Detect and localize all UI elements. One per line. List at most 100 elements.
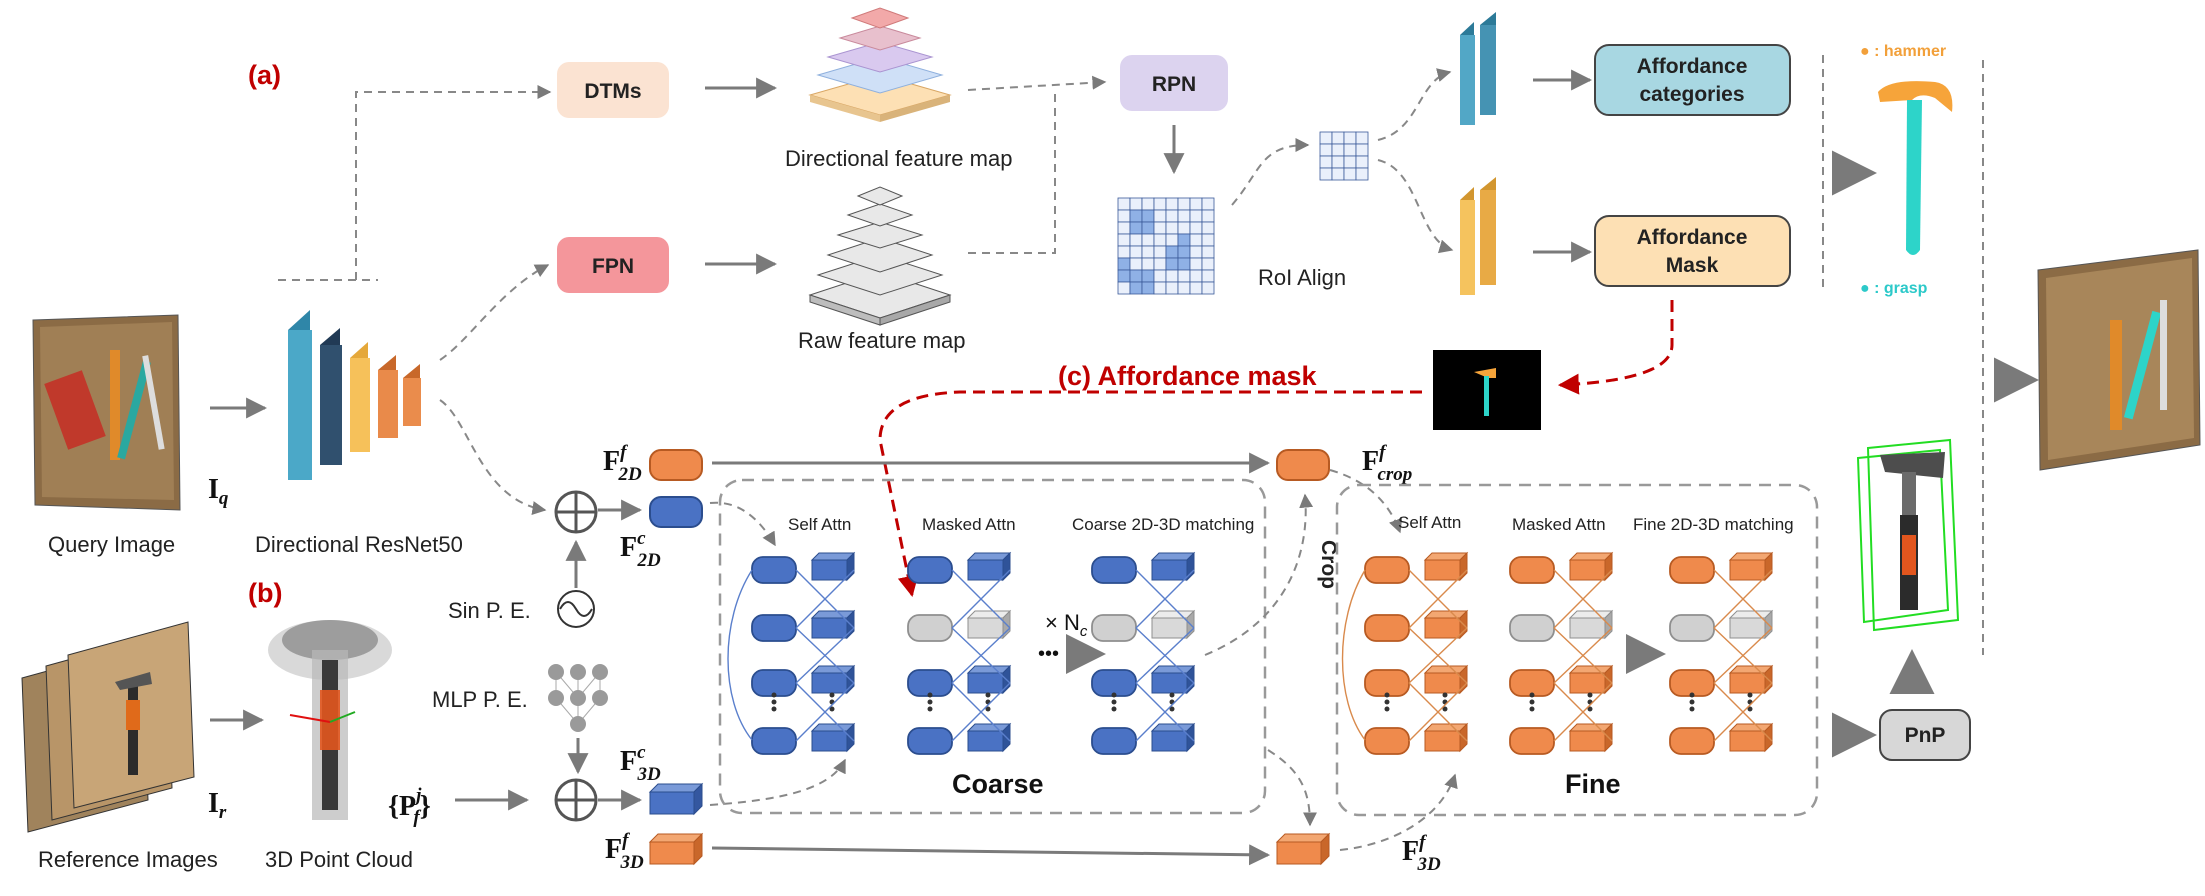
roi-grid-cell bbox=[1165, 209, 1179, 223]
roi-grid-cell bbox=[1177, 257, 1191, 271]
roi-grid-cell bbox=[1177, 209, 1191, 223]
arrow-crop-to-fine bbox=[1329, 469, 1403, 534]
roi-grid-cell bbox=[1189, 269, 1203, 283]
attention-link bbox=[1135, 569, 1195, 629]
roi-grid-cell bbox=[1189, 245, 1203, 259]
resnet-label: Directional ResNet50 bbox=[255, 532, 463, 557]
roi-grid-cell bbox=[1117, 269, 1131, 283]
affordance-categories-box bbox=[1594, 44, 1791, 116]
roi-grid-cell bbox=[1189, 197, 1203, 211]
coarse-self-attn-label: Self Attn bbox=[788, 515, 851, 534]
roi-grid-cell bbox=[1165, 281, 1179, 295]
mask-hammer-handle bbox=[1484, 376, 1489, 416]
token-3d bbox=[967, 559, 1004, 581]
dtms-label: DTMs bbox=[584, 80, 641, 103]
sin-pe-label: Sin P. E. bbox=[448, 598, 531, 623]
roi-grid-cell bbox=[1153, 281, 1167, 295]
pooled-grid-cell bbox=[1331, 167, 1345, 181]
ellipsis-dot bbox=[1747, 692, 1753, 698]
token-2d bbox=[907, 727, 953, 755]
ellipsis-dot bbox=[927, 692, 933, 698]
token-3d bbox=[1729, 730, 1766, 752]
ellipsis-dot bbox=[1529, 699, 1535, 705]
attention-link bbox=[1713, 569, 1773, 629]
token-3d bbox=[1151, 617, 1188, 639]
pooled-grid-cell bbox=[1331, 143, 1345, 157]
token-3d bbox=[1424, 672, 1461, 694]
fpn-label: FPN bbox=[592, 255, 634, 278]
roi-grid-cell bbox=[1153, 257, 1167, 271]
attention-link bbox=[795, 627, 855, 684]
arrow-coarse-to-crop3D bbox=[1267, 749, 1317, 827]
roi-grid-cell bbox=[1141, 233, 1155, 247]
roi-grid-cell bbox=[1177, 197, 1191, 211]
crop-label: Crop bbox=[1317, 540, 1340, 589]
token-3d bbox=[1424, 617, 1461, 639]
roi-grid-cell bbox=[1117, 257, 1131, 271]
pooled-grid-cell bbox=[1319, 131, 1333, 145]
self-attn-loop bbox=[1341, 569, 1366, 741]
math-Ir: Ir bbox=[208, 788, 227, 823]
pooled-grid-cell bbox=[1331, 155, 1345, 169]
token-2d bbox=[907, 556, 953, 584]
pooled-grid-cell bbox=[1319, 167, 1333, 181]
ellipsis-dot bbox=[1111, 706, 1117, 712]
pooled-grid-cell bbox=[1343, 131, 1357, 145]
roi-grid-cell bbox=[1129, 233, 1143, 247]
token-3d bbox=[1424, 730, 1461, 752]
attention-link bbox=[795, 569, 855, 629]
arrow-to-plus bbox=[439, 399, 547, 515]
roi-grid-cell bbox=[1165, 197, 1179, 211]
ellipsis-dot bbox=[985, 692, 991, 698]
pnp-box bbox=[1879, 709, 1971, 761]
ellipsis-dot bbox=[1384, 692, 1390, 698]
token-2d bbox=[1669, 614, 1715, 642]
arrow-F3Dc-to-coarse bbox=[709, 758, 846, 806]
attention-link bbox=[1408, 569, 1468, 629]
raw-feature-map bbox=[808, 186, 952, 326]
token-3d bbox=[1151, 730, 1188, 752]
token-3d bbox=[1569, 559, 1606, 581]
attention-link bbox=[1713, 627, 1773, 684]
roi-grid-cell bbox=[1117, 197, 1131, 211]
pooled-grid-cell bbox=[1355, 143, 1369, 157]
mlp-network-icon bbox=[548, 664, 608, 732]
mlp-pe-label: MLP P. E. bbox=[432, 687, 528, 712]
attention-link bbox=[951, 569, 1011, 629]
roi-grid-cell bbox=[1165, 221, 1179, 235]
roi-grid-cell bbox=[1153, 245, 1167, 259]
ellipsis-dot bbox=[1529, 692, 1535, 698]
ellipsis-dot bbox=[927, 699, 933, 705]
roi-grid-cell bbox=[1153, 197, 1167, 211]
roi-grid-cell bbox=[1177, 233, 1191, 247]
attention-link bbox=[1408, 627, 1468, 684]
token-3d bbox=[1729, 559, 1766, 581]
roi-grid-cell bbox=[1165, 269, 1179, 283]
pooled-grid-cell bbox=[1343, 143, 1357, 157]
attention-link bbox=[1135, 682, 1195, 742]
sin-wave-icon bbox=[559, 601, 593, 617]
roi-grid-cell bbox=[1129, 281, 1143, 295]
roi-align-label: RoI Align bbox=[1258, 265, 1346, 290]
token-2d bbox=[907, 669, 953, 697]
plus-circle-top bbox=[554, 490, 598, 534]
token-2d bbox=[1091, 614, 1137, 642]
pooled-grid-cell bbox=[1343, 167, 1357, 181]
pooled-grid-cell bbox=[1319, 155, 1333, 169]
coarse-match-label: Coarse 2D-3D matching bbox=[1072, 515, 1254, 534]
token-3d bbox=[967, 617, 1004, 639]
roi-grid-cell bbox=[1201, 209, 1215, 223]
roi-grid-cell bbox=[1141, 197, 1155, 211]
fine-region bbox=[1335, 483, 1819, 817]
roi-grid-cell bbox=[1117, 209, 1131, 223]
token-3d bbox=[1569, 730, 1606, 752]
reference-images-label: Reference Images bbox=[38, 847, 218, 872]
mask-hammer-head bbox=[1474, 368, 1496, 378]
ellipsis-dot bbox=[1169, 692, 1175, 698]
roi-grid-cell bbox=[1177, 269, 1191, 283]
ellipsis-dot bbox=[1689, 699, 1695, 705]
